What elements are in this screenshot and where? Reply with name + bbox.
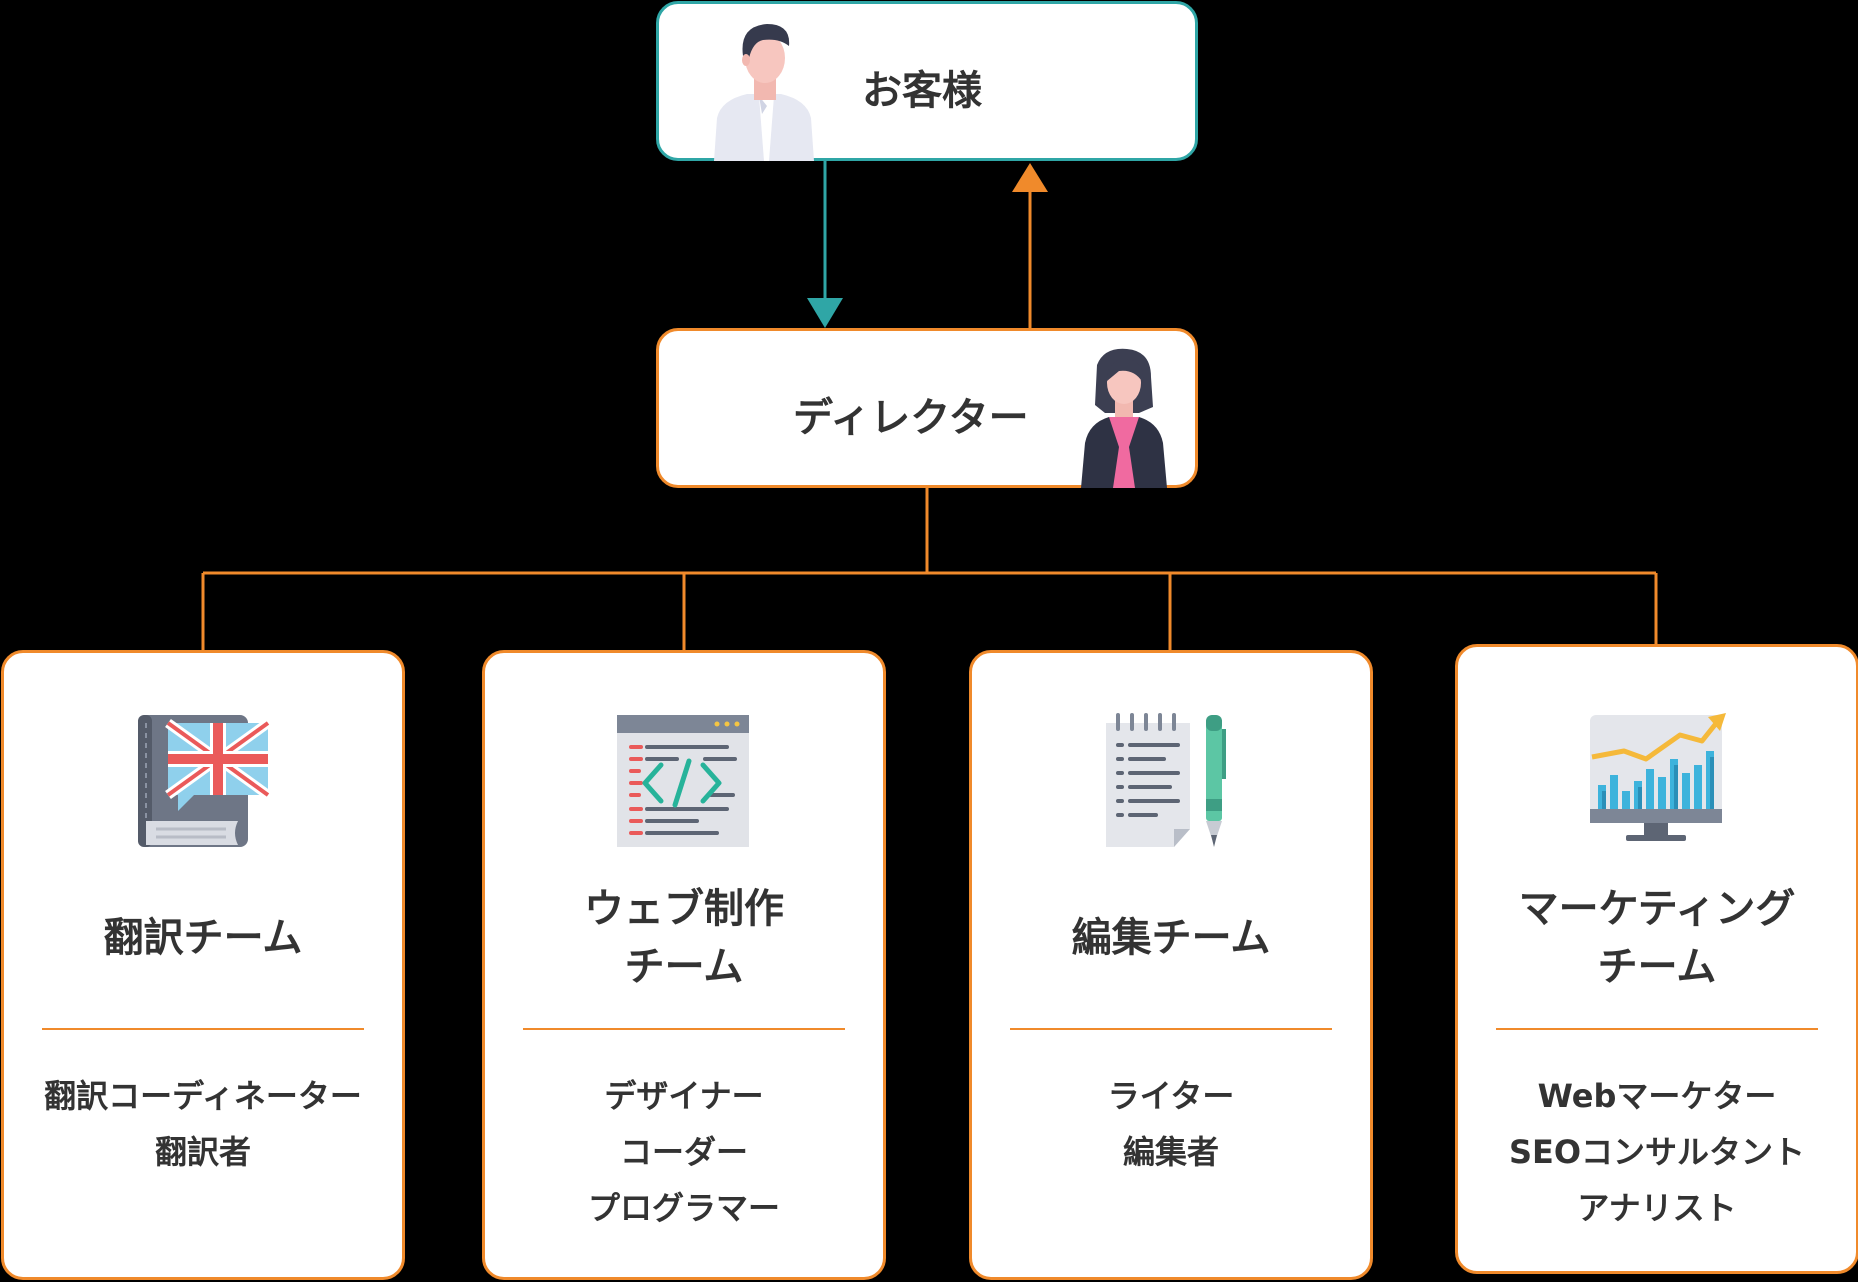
team-tree-lines xyxy=(201,488,1658,650)
team-card-marketing: マーケティング チーム Webマーケター SEOコンサルタント アナリスト xyxy=(1455,644,1858,1274)
team-title-line: チーム xyxy=(1597,944,1717,990)
director-woman-icon xyxy=(1081,348,1167,488)
code-window-icon xyxy=(617,715,749,847)
team-card-translation: 翻訳チーム 翻訳コーディネーター 翻訳者 xyxy=(1,650,405,1280)
member-role: SEOコンサルタント xyxy=(1508,1133,1806,1171)
member-role: 翻訳者 xyxy=(154,1133,251,1171)
translation-book-flag-icon xyxy=(138,715,271,847)
divider xyxy=(42,1028,364,1030)
director-box: ディレクター xyxy=(656,328,1198,488)
team-members: Webマーケター SEOコンサルタント アナリスト xyxy=(1458,1068,1856,1236)
customer-man-icon xyxy=(714,24,814,161)
client-label: お客様 xyxy=(862,68,982,114)
team-card-editing: 編集チーム ライター 編集者 xyxy=(969,650,1373,1280)
member-role: コーダー xyxy=(619,1133,748,1171)
team-title-line: マーケティング xyxy=(1518,886,1796,932)
member-role: 翻訳コーディネーター xyxy=(44,1077,362,1115)
team-title: ウェブ制作 チーム xyxy=(485,878,883,998)
member-role: ライター xyxy=(1107,1077,1235,1115)
divider xyxy=(1010,1028,1332,1030)
client-box: お客様 xyxy=(656,1,1198,161)
divider xyxy=(523,1028,845,1030)
member-role: アナリスト xyxy=(1577,1189,1737,1227)
member-role: 編集者 xyxy=(1122,1133,1219,1171)
team-members: ライター 編集者 xyxy=(972,1068,1370,1180)
member-role: プログラマー xyxy=(587,1189,780,1227)
team-title-line: 翻訳チーム xyxy=(103,915,303,961)
team-title: マーケティング チーム xyxy=(1458,878,1856,998)
team-title-line: チーム xyxy=(624,944,744,990)
team-title-line: 編集チーム xyxy=(1071,915,1271,961)
member-role: Webマーケター xyxy=(1537,1077,1777,1115)
team-members: 翻訳コーディネーター 翻訳者 xyxy=(4,1068,402,1180)
team-card-web: ウェブ制作 チーム デザイナー コーダー プログラマー xyxy=(482,650,886,1280)
divider xyxy=(1496,1028,1818,1030)
team-title: 翻訳チーム xyxy=(4,878,402,998)
team-title: 編集チーム xyxy=(972,878,1370,998)
member-role: デザイナー xyxy=(604,1077,764,1115)
team-members: デザイナー コーダー プログラマー xyxy=(485,1068,883,1236)
team-title-line: ウェブ制作 xyxy=(584,886,784,932)
director-label: ディレクター xyxy=(793,395,1029,441)
down-arrow-head xyxy=(807,298,843,328)
up-arrow-head xyxy=(1012,163,1048,192)
analytics-monitor-icon xyxy=(1590,713,1726,841)
notepad-pen-icon xyxy=(1106,713,1226,847)
